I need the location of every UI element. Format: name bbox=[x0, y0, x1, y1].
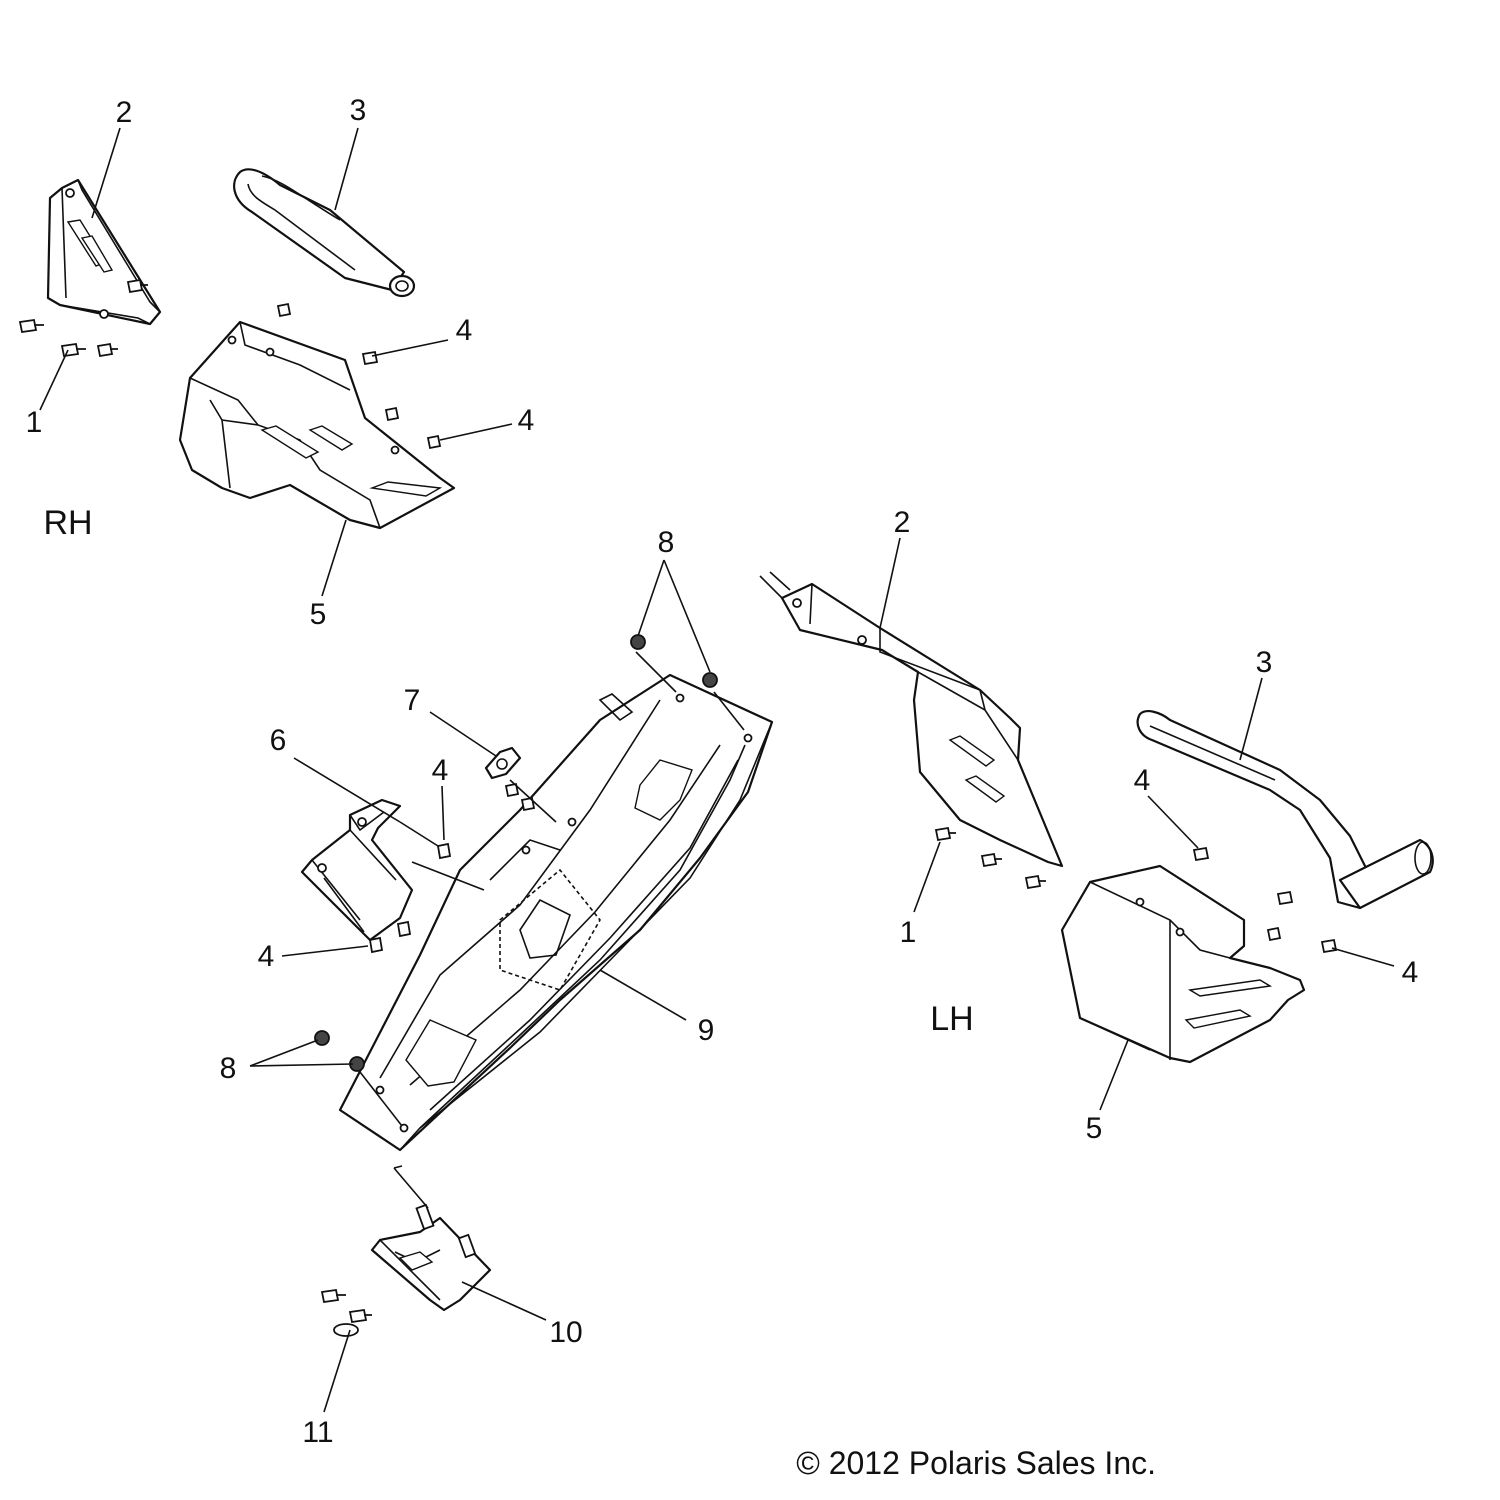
lh-bracket bbox=[759, 571, 1064, 868]
callout-rh-4a: 4 bbox=[456, 314, 473, 347]
callout-lh-2: 2 bbox=[894, 506, 911, 539]
lh-side-label: LH bbox=[930, 1000, 973, 1038]
callout-c-8bot: 8 bbox=[220, 1052, 237, 1085]
rh-side-label: RH bbox=[43, 504, 92, 542]
callout-rh-2: 2 bbox=[116, 96, 133, 129]
callout-rh-1: 1 bbox=[26, 406, 43, 439]
callout-lh-4b: 4 bbox=[1402, 956, 1419, 989]
callout-rh-3: 3 bbox=[350, 94, 367, 127]
rh-heat-shield bbox=[178, 320, 456, 530]
callout-rh-5: 5 bbox=[310, 598, 327, 631]
callout-c-11: 11 bbox=[302, 1416, 333, 1449]
center-fasteners bbox=[314, 634, 718, 1337]
callout-c-4b: 4 bbox=[258, 940, 275, 973]
callout-rh-4b: 4 bbox=[518, 404, 535, 437]
copyright-notice: © 2012 Polaris Sales Inc. bbox=[796, 1445, 1156, 1481]
rh-bracket-plate bbox=[46, 178, 162, 326]
callout-labels: 2 3 1 4 4 5 8 7 6 4 4 8 9 10 11 2 3 4 4 … bbox=[26, 94, 1419, 1481]
lh-heat-shield bbox=[1060, 864, 1306, 1064]
callout-c-4a: 4 bbox=[432, 754, 449, 787]
rh-tube bbox=[233, 168, 416, 298]
center-tunnel-plate bbox=[338, 673, 774, 1152]
callout-c-7: 7 bbox=[404, 684, 421, 717]
lh-fasteners bbox=[934, 826, 1338, 954]
callout-c-9: 9 bbox=[698, 1014, 715, 1047]
leader-lines bbox=[39, 127, 1395, 1413]
center-lower-bracket bbox=[370, 1203, 492, 1312]
callout-lh-3: 3 bbox=[1256, 646, 1273, 679]
callout-lh-5: 5 bbox=[1086, 1112, 1103, 1145]
center-clip bbox=[484, 746, 522, 780]
center-small-bracket bbox=[300, 798, 414, 942]
callout-lh-1: 1 bbox=[900, 916, 917, 949]
lh-tube bbox=[1136, 710, 1434, 910]
callout-c-10: 10 bbox=[549, 1316, 582, 1349]
callout-c-6: 6 bbox=[270, 724, 287, 757]
rh-fasteners bbox=[18, 278, 442, 450]
callout-lh-4a: 4 bbox=[1134, 764, 1151, 797]
callout-c-8top: 8 bbox=[658, 526, 675, 559]
